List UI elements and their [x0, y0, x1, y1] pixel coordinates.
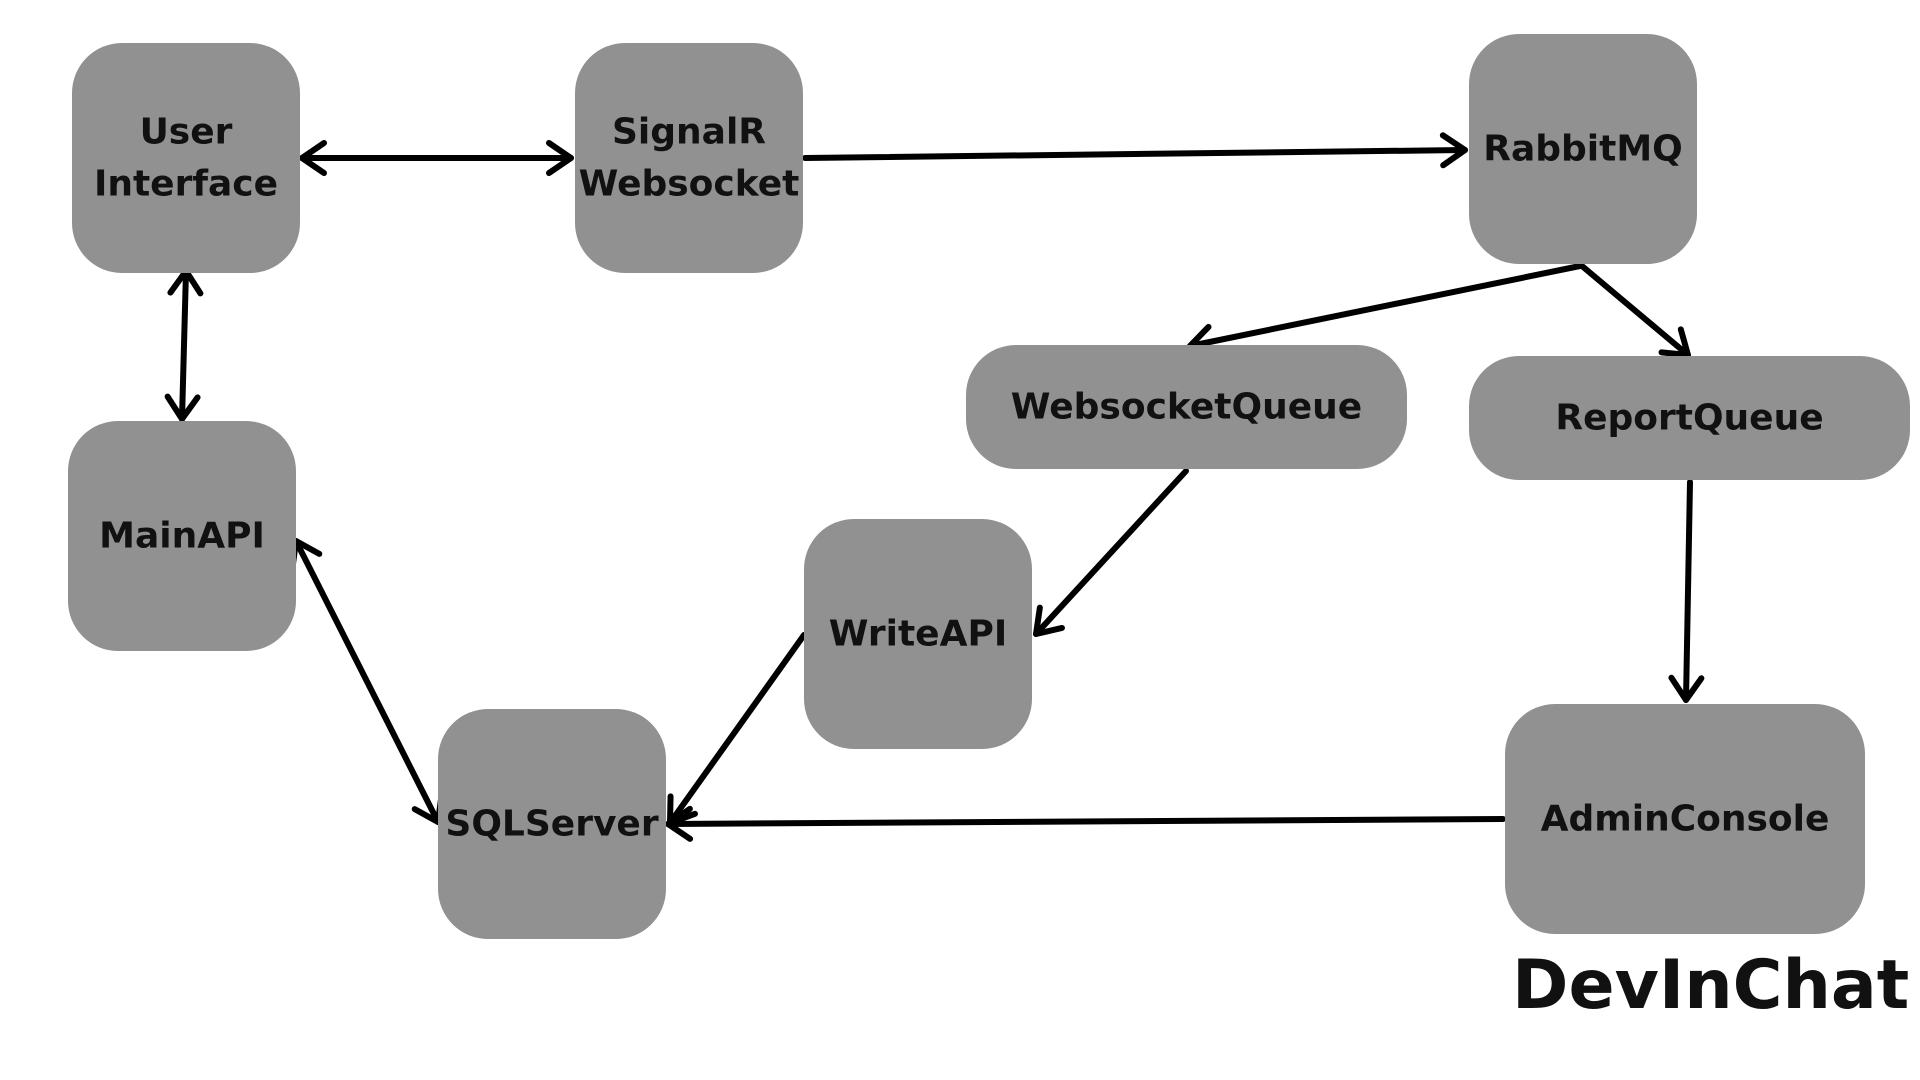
node-label-user-interface-2: Interface — [94, 164, 278, 205]
edge-rabbitmq-to-websocketqueue — [1187, 263, 1583, 360]
node-websocketqueue: WebsocketQueue — [966, 345, 1407, 469]
edge-websocketqueue-to-writeapi — [1033, 468, 1189, 637]
edge-user-interface-to-mainapi — [164, 268, 204, 422]
edge-user-interface-to-signalr-websocket — [299, 140, 574, 176]
node-label-signalr-websocket-2: Websocket — [579, 164, 800, 205]
node-box-sqlserver — [438, 709, 666, 939]
node-label-adminconsole: AdminConsole — [1541, 799, 1830, 840]
edge-line-adminconsole-sqlserver — [665, 816, 1506, 827]
arrowhead-signalr-websocket — [546, 140, 574, 176]
arrowhead-adminconsole — [1668, 674, 1705, 703]
edge-line-reportqueue-adminconsole — [1683, 479, 1693, 703]
edge-line-user-interface-mainapi — [179, 268, 189, 422]
node-label-sqlserver: SQLServer — [445, 804, 658, 845]
edge-line-rabbitmq-reportqueue — [1579, 263, 1691, 358]
edge-writeapi-to-sqlserver — [667, 632, 807, 826]
node-sqlserver: SQLServer — [438, 709, 666, 939]
edge-signalr-websocket-to-rabbitmq — [802, 132, 1468, 169]
arrowhead-user-interface — [299, 140, 327, 176]
node-box-writeapi — [804, 519, 1032, 749]
edge-line-signalr-websocket-rabbitmq — [802, 147, 1468, 161]
node-box-websocketqueue — [966, 345, 1407, 469]
node-label-mainapi: MainAPI — [99, 516, 265, 557]
node-label-reportqueue: ReportQueue — [1555, 398, 1823, 439]
node-label-rabbitmq: RabbitMQ — [1483, 129, 1683, 170]
edge-mainapi-to-sqlserver — [289, 538, 445, 825]
arrowhead-rabbitmq — [1439, 132, 1468, 169]
arrowhead-sqlserver — [665, 805, 694, 842]
edge-line-mainapi-sqlserver — [293, 538, 441, 825]
node-box-signalr-websocket — [575, 43, 803, 273]
node-box-reportqueue — [1469, 356, 1910, 480]
node-box-user-interface — [72, 43, 300, 273]
brand-title: DevInChat — [1512, 946, 1910, 1025]
node-label-writeapi: WriteAPI — [829, 614, 1007, 655]
node-box-adminconsole — [1505, 704, 1865, 934]
node-label-signalr-websocket-1: SignalR — [612, 112, 766, 153]
edge-adminconsole-to-sqlserver — [665, 805, 1506, 842]
edges-layer — [164, 132, 1705, 842]
node-box-rabbitmq — [1469, 34, 1697, 264]
arrowhead-mainapi — [164, 393, 201, 422]
edge-reportqueue-to-adminconsole — [1668, 479, 1705, 703]
edge-line-writeapi-sqlserver — [667, 632, 807, 826]
arrowhead-writeapi — [1033, 604, 1065, 637]
edge-line-rabbitmq-websocketqueue — [1187, 263, 1583, 349]
edge-line-websocketqueue-writeapi — [1033, 468, 1189, 637]
arrowhead-reportqueue — [1658, 326, 1691, 358]
node-adminconsole: AdminConsole — [1505, 704, 1865, 934]
node-box-mainapi — [68, 421, 296, 651]
node-label-user-interface-1: User — [140, 112, 233, 153]
node-signalr-websocket: SignalR Websocket — [575, 43, 803, 273]
node-reportqueue: ReportQueue — [1469, 356, 1910, 480]
edge-rabbitmq-to-reportqueue — [1579, 263, 1691, 358]
node-mainapi: MainAPI — [68, 421, 296, 651]
node-label-websocketqueue: WebsocketQueue — [1011, 387, 1362, 428]
node-writeapi: WriteAPI — [804, 519, 1032, 749]
node-rabbitmq: RabbitMQ — [1469, 34, 1697, 264]
